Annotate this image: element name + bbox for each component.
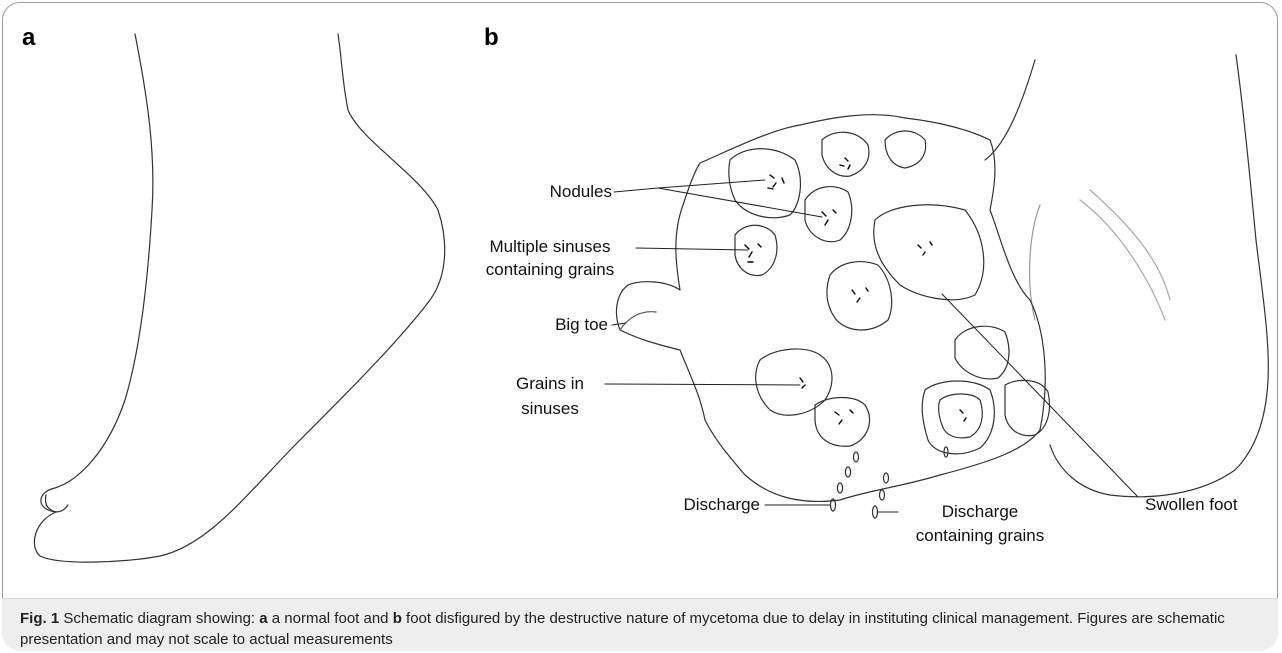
- label-nodules: Nodules: [522, 181, 612, 203]
- caption-text-2: a normal foot and: [268, 610, 393, 627]
- caption-text-1: Schematic diagram showing:: [59, 610, 259, 627]
- label-swollen-foot: Swollen foot: [1145, 494, 1238, 516]
- label-discharge: Discharge: [660, 494, 760, 516]
- label-discharge-containing-grains-line1: Discharge: [895, 501, 1065, 523]
- caption-fig-number: Fig. 1: [20, 610, 59, 627]
- normal-foot-outline: [34, 34, 444, 562]
- label-grains-line2: sinuses: [500, 398, 600, 420]
- caption-ref-a: a: [259, 610, 267, 627]
- grains-speckles: [745, 158, 966, 424]
- sinuses: [735, 205, 1049, 454]
- label-multiple-sinuses-line2: containing grains: [465, 259, 635, 281]
- label-discharge-containing-grains-line2: containing grains: [895, 525, 1065, 547]
- figure-caption: Fig. 1 Schematic diagram showing: a a no…: [20, 608, 1260, 650]
- label-big-toe: Big toe: [510, 314, 608, 336]
- label-grains-line1: Grains in: [500, 373, 600, 395]
- schematic-drawing: [0, 0, 1282, 600]
- leg-and-heel-outline: [985, 55, 1268, 497]
- label-multiple-sinuses-line1: Multiple sinuses: [465, 236, 635, 258]
- caption-ref-b: b: [393, 610, 402, 627]
